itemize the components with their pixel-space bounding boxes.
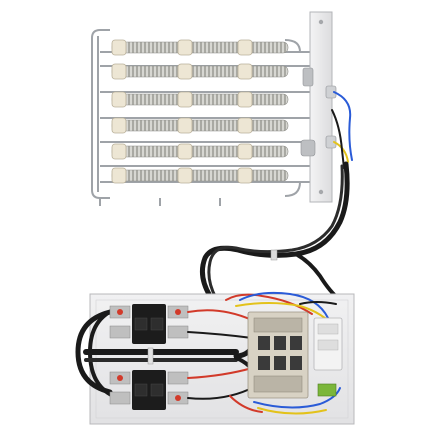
terminal-screw [274,336,286,350]
terminal-screw [258,356,270,370]
terminal-screw [258,336,270,350]
insulator [111,143,127,160]
coil-row [111,93,289,106]
breaker-toggle [134,383,148,397]
terminal-block [247,311,309,399]
plate-wires [331,91,353,169]
insulator [237,143,253,160]
breaker-terminal [109,325,131,339]
left-wire-bundle [75,306,260,400]
screw-icon [318,19,324,25]
coil-row [111,41,289,54]
insulator [177,143,193,160]
circuit-breaker [109,370,189,410]
insulator [237,39,253,56]
screw-icon [318,189,324,195]
ground-terminal [317,383,337,397]
breaker-toggle [150,383,164,397]
terminal-screw [274,356,286,370]
insulator [237,91,253,108]
coil-row [111,65,289,78]
insulator [177,117,193,134]
support-feet [99,198,221,206]
cable-tie [270,249,278,261]
wire-end [117,375,123,381]
limit-switch [302,67,314,87]
terminal-screw [290,336,302,350]
mounting-plate [300,11,337,203]
insulator [237,117,253,134]
heating-coils [111,41,289,182]
thermal-fuse [300,139,316,157]
insulator [177,63,193,80]
insulator [177,91,193,108]
breaker-terminal [167,371,189,385]
insulator [177,39,193,56]
coil-row [111,169,289,182]
circuit-breaker [109,304,189,344]
insulator [111,39,127,56]
ceramic-insulators [111,39,253,184]
insulator [111,63,127,80]
breaker-toggle [134,317,148,331]
breaker-terminal [167,325,189,339]
insulator [111,91,127,108]
coil-row [111,145,289,158]
insulator [111,167,127,184]
control-relay [313,317,343,397]
breaker-toggle [150,317,164,331]
wire-end [117,309,123,315]
breaker-terminal [109,391,131,405]
insulator [237,63,253,80]
circuit-breaker-panel [75,291,355,425]
insulator [177,167,193,184]
coil-row [111,119,289,132]
terminal-screw [290,356,302,370]
heating-element-assembly [91,11,353,206]
cable-tie [147,347,154,365]
insulator [237,167,253,184]
wire-end [175,395,181,401]
insulator [111,117,127,134]
wire-end [175,309,181,315]
